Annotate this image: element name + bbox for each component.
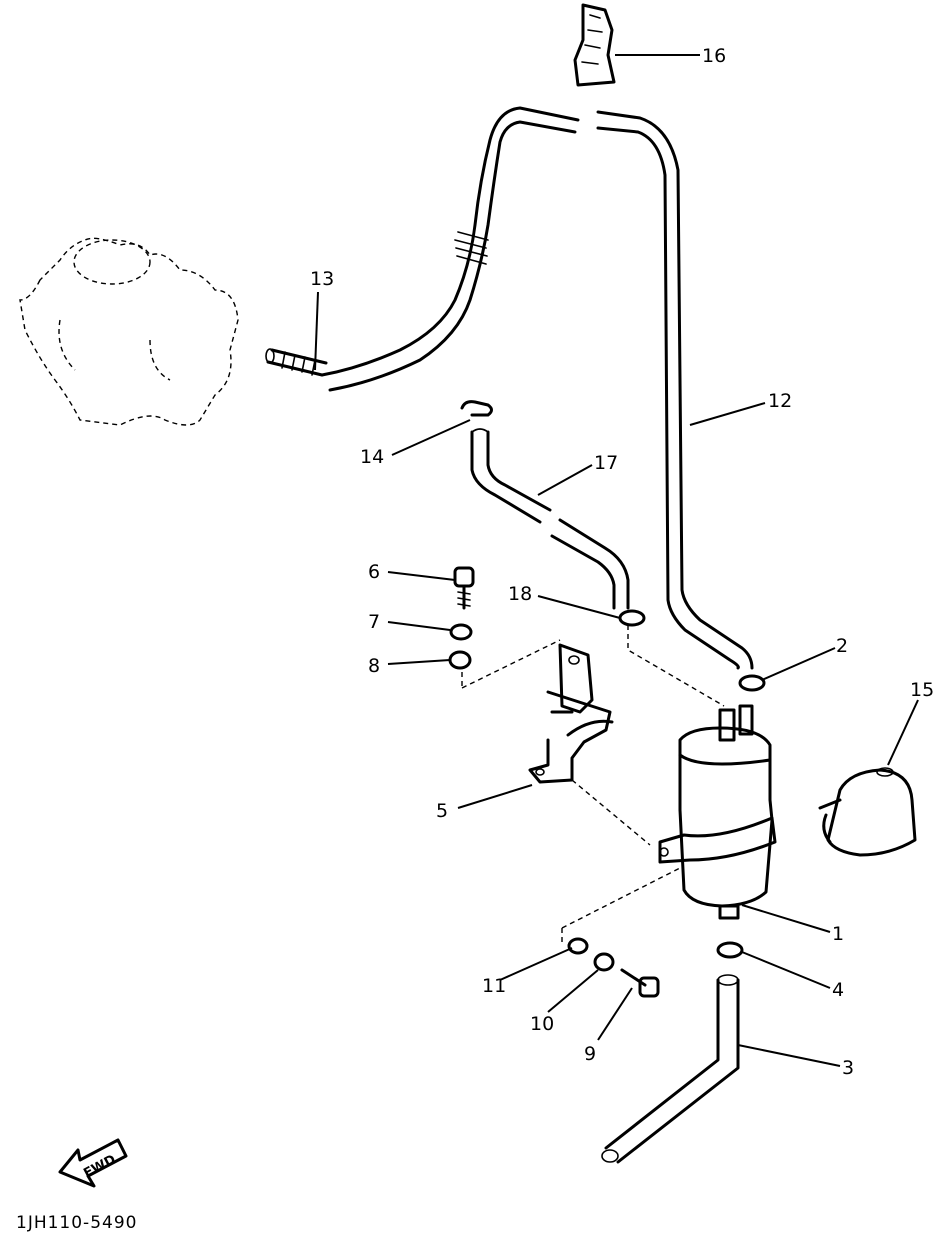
callout-18: 18 <box>508 583 532 605</box>
callout-11: 11 <box>482 975 506 997</box>
callout-7: 7 <box>368 611 380 633</box>
callout-12: 12 <box>768 390 792 412</box>
callout-1: 1 <box>832 923 844 945</box>
callout-13: 13 <box>310 268 334 290</box>
part-17-hose <box>470 428 630 610</box>
fwd-arrow: FWD <box>58 1138 128 1188</box>
callout-15: 15 <box>910 679 934 701</box>
part-4-clamp <box>716 941 744 959</box>
part-12-upper-hose-left <box>320 106 580 392</box>
callout-3: 3 <box>842 1057 854 1079</box>
part-9-bolt <box>620 968 660 998</box>
callout-10: 10 <box>530 1013 554 1035</box>
part-12-main-hose <box>596 110 754 670</box>
callout-14: 14 <box>360 446 384 468</box>
part-3-hose <box>601 974 740 1164</box>
part-8-washer <box>448 650 472 670</box>
part-2-clamp <box>738 674 766 692</box>
part-18-clamp <box>618 609 646 627</box>
callout-9: 9 <box>584 1043 596 1065</box>
callout-4: 4 <box>832 979 844 1001</box>
part-7-washer <box>449 623 473 641</box>
callout-5: 5 <box>436 800 448 822</box>
part-13-hose-fitting <box>265 348 328 377</box>
callout-17: 17 <box>594 452 618 474</box>
part-10-washer <box>593 952 615 972</box>
callout-6: 6 <box>368 561 380 583</box>
part-14-clamp <box>460 400 493 417</box>
leader-lines <box>314 54 919 1067</box>
callout-16: 16 <box>702 45 726 67</box>
part-16-clip <box>573 3 616 87</box>
part-1-fuel-filter <box>658 704 777 920</box>
callout-8: 8 <box>368 655 380 677</box>
assembly-guide-lines <box>461 625 725 945</box>
carburetor-outline <box>19 237 239 426</box>
callout-2: 2 <box>836 635 848 657</box>
part-15-cap <box>818 767 917 857</box>
part-11-washer <box>567 937 589 955</box>
part-5-bracket <box>528 643 614 784</box>
part-6-bolt <box>453 566 475 610</box>
diagram-code: 1JH110-5490 <box>16 1213 137 1233</box>
